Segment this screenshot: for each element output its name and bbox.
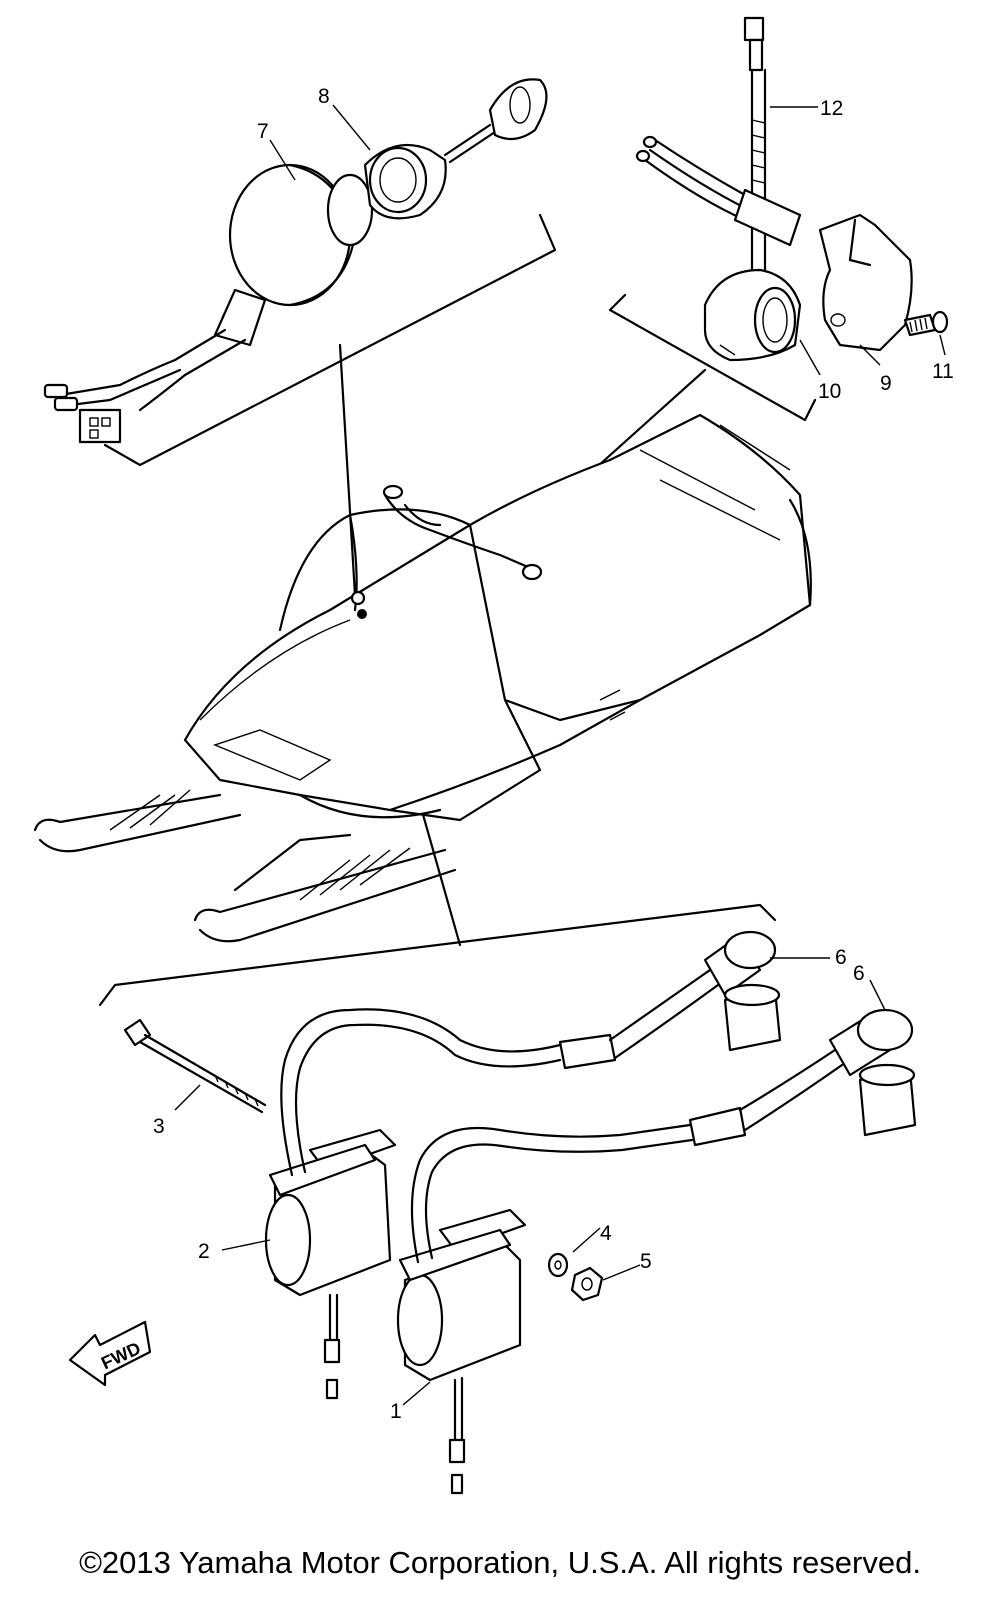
parts-diagram: FWD 1 2 3 4 5 6 6 7 8 9 10 11 12 [33, 16, 954, 1495]
callout-2: 2 [198, 1240, 210, 1263]
callout-3: 3 [153, 1115, 165, 1138]
callout-11: 11 [932, 360, 954, 383]
copyright-notice: ©2013 Yamaha Motor Corporation, U.S.A. A… [79, 1545, 921, 1580]
callout-4: 4 [600, 1222, 612, 1245]
handlebar-switch-group [608, 16, 949, 422]
callout-12: 12 [820, 97, 843, 120]
snowmobile-outline [33, 413, 812, 943]
callout-1: 1 [390, 1400, 402, 1423]
callout-5: 5 [640, 1250, 652, 1273]
forward-arrow: FWD [68, 1320, 152, 1387]
callout-6b: 6 [853, 962, 865, 985]
callout-6a: 6 [835, 946, 847, 969]
callout-7: 7 [257, 120, 269, 143]
leader-switch-to-sled [338, 343, 357, 597]
callout-9: 9 [880, 372, 892, 395]
ignition-coil-group [98, 903, 917, 1495]
main-switch-group [43, 78, 557, 467]
callout-8: 8 [318, 85, 330, 108]
callout-10: 10 [818, 380, 841, 403]
